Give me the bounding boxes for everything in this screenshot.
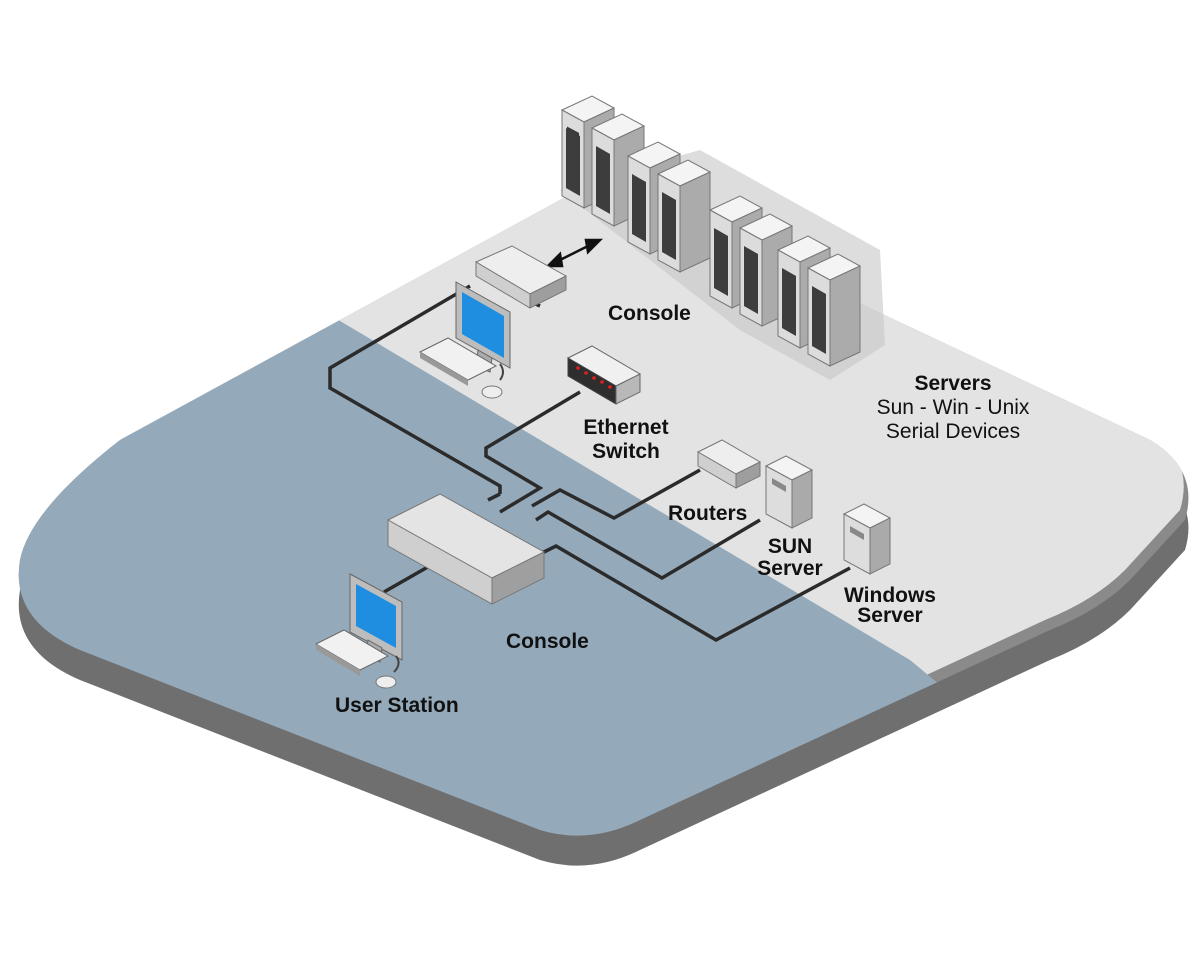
windows-line1: Windows	[844, 584, 936, 607]
status-leds	[576, 366, 612, 389]
windows-server-label: Windows Server	[828, 584, 952, 627]
sun-server-label: SUN Server	[742, 536, 838, 580]
sun-line2: Server	[757, 557, 823, 580]
workstation-top	[418, 281, 511, 399]
mouse-icon	[375, 675, 397, 689]
ethernet-line2: Switch	[592, 440, 660, 463]
servers-label: Servers Sun - Win - Unix Serial Devices	[858, 372, 1048, 444]
windows-line2: Server	[857, 604, 923, 627]
servers-line1: Sun - Win - Unix	[876, 396, 1030, 419]
routers-label: Routers	[668, 502, 748, 525]
ethernet-switch-label: Ethernet Switch	[566, 416, 686, 464]
server-racks	[560, 95, 885, 380]
bidirectional-arrow-icon	[544, 238, 604, 268]
mouse-icon	[481, 385, 503, 399]
ethernet-line1: Ethernet	[583, 416, 669, 439]
ethernet-switch	[566, 345, 642, 405]
keyboard-icon	[418, 337, 498, 381]
console-bottom-label: Console	[506, 630, 589, 653]
sun-line1: SUN	[767, 535, 813, 558]
sun-server-tower	[764, 455, 814, 529]
workstation-bottom	[314, 573, 403, 689]
monitor-screen	[356, 584, 396, 648]
monitor-screen	[462, 292, 504, 358]
console-switch-bottom	[386, 493, 546, 605]
user-station-label: User Station	[335, 694, 459, 717]
console-switch-top	[474, 245, 568, 309]
windows-server-tower	[842, 503, 892, 575]
servers-title: Servers	[914, 372, 992, 395]
servers-line2: Serial Devices	[885, 420, 1021, 443]
console-top-label: Console	[608, 302, 691, 325]
router-device	[696, 439, 762, 489]
keyboard-icon	[314, 629, 390, 671]
